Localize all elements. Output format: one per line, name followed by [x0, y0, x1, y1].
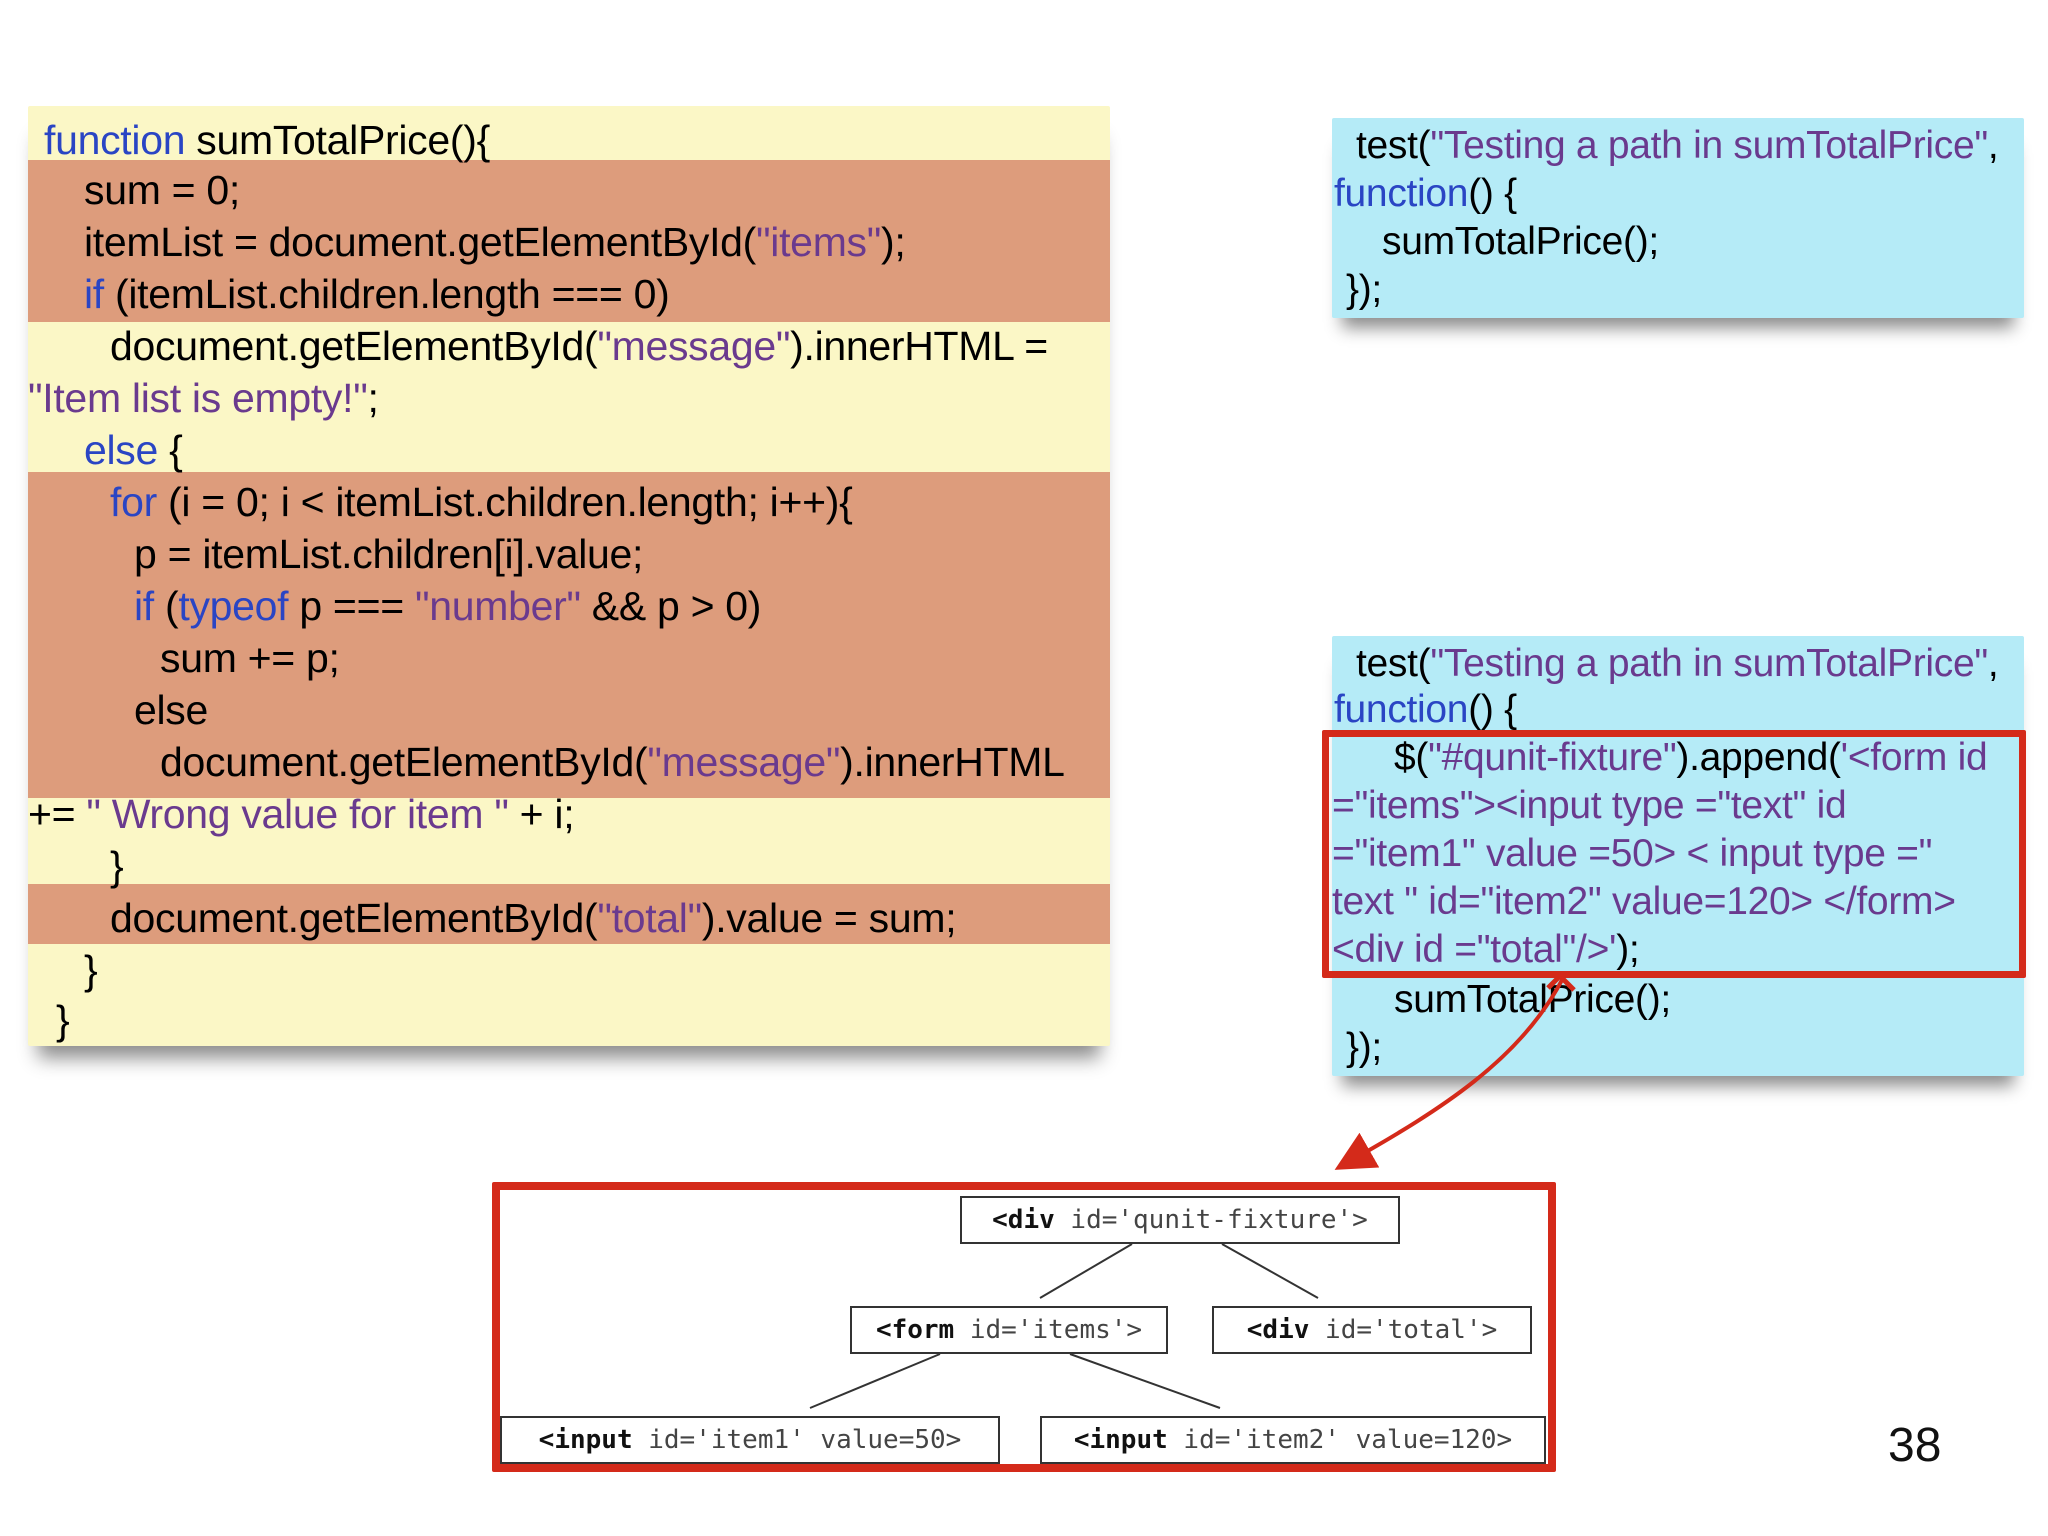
test2-line-3: $("#qunit-fixture").append('<form id: [1394, 736, 1988, 779]
code-line-18: }: [56, 997, 70, 1043]
source-code-card: function sumTotalPrice(){ sum = 0; itemL…: [28, 106, 1110, 1046]
test2-line-7: <div id ="total"/>');: [1332, 928, 1640, 971]
code-line-17: }: [84, 947, 98, 993]
dom-node-input-item2: <input id='item2' value=120>: [1040, 1416, 1546, 1464]
dom-node-form-items: <form id='items'>: [850, 1306, 1168, 1354]
test1-line-3: sumTotalPrice();: [1382, 220, 1659, 263]
dom-node-div-total: <div id='total'>: [1212, 1306, 1532, 1354]
dom-tree-box: <div id='qunit-fixture'> <form id='items…: [492, 1182, 1556, 1472]
code-line-3: itemList = document.getElementById("item…: [84, 219, 906, 265]
code-line-6: "Item list is empty!";: [28, 375, 379, 421]
test1-line-1: test("Testing a path in sumTotalPrice",: [1356, 124, 1999, 167]
code-line-12: else: [134, 687, 209, 733]
code-line-5: document.getElementById("message").inner…: [110, 323, 1048, 369]
dom-node-qunit-fixture: <div id='qunit-fixture'>: [960, 1196, 1400, 1244]
code-line-7: else {: [84, 427, 183, 473]
code-line-13: document.getElementById("message").inner…: [160, 739, 1065, 785]
test2-line-5: ="item1" value =50> < input type =": [1332, 832, 1933, 875]
code-line-10: if (typeof p === "number" && p > 0): [134, 583, 762, 629]
test-card-1: test("Testing a path in sumTotalPrice", …: [1332, 118, 2024, 318]
test1-line-4: });: [1346, 268, 1382, 311]
covered-path-highlight-3: [28, 884, 1110, 944]
test2-line-2: function() {: [1334, 688, 1517, 731]
code-line-16: document.getElementById("total").value =…: [110, 895, 957, 941]
dom-node-input-item1: <input id='item1' value=50>: [500, 1416, 1000, 1464]
code-line-14: += " Wrong value for item " + i;: [28, 791, 575, 837]
tree-edge-form-input1: [809, 1353, 941, 1409]
code-line-2: sum = 0;: [84, 167, 240, 213]
test1-line-2: function() {: [1334, 172, 1517, 215]
code-line-9: p = itemList.children[i].value;: [134, 531, 644, 577]
code-line-1: function sumTotalPrice(){: [44, 117, 490, 163]
fixture-code-highlight-box: [1322, 730, 2026, 978]
tree-edge-root-form: [1039, 1243, 1133, 1299]
covered-path-highlight-1: [28, 160, 1110, 322]
annotation-arrow-tail: [1546, 972, 1576, 992]
page-number: 38: [1888, 1419, 1942, 1472]
test2-line-6: text " id="item2" value=120> </form>: [1332, 880, 1956, 923]
test-card-2: test("Testing a path in sumTotalPrice", …: [1332, 636, 2024, 1076]
code-line-15: }: [110, 843, 124, 889]
tree-edge-form-input2: [1069, 1353, 1221, 1409]
test2-line-9: });: [1346, 1026, 1382, 1069]
code-line-8: for (i = 0; i < itemList.children.length…: [110, 479, 853, 525]
test2-line-4: ="items"><input type ="text" id: [1332, 784, 1847, 827]
test2-line-1: test("Testing a path in sumTotalPrice",: [1356, 642, 1999, 685]
code-line-11: sum += p;: [160, 635, 340, 681]
annotation-arrow: [1334, 979, 1564, 1170]
covered-path-highlight-2: [28, 472, 1110, 798]
tree-edge-root-total: [1221, 1243, 1319, 1299]
code-line-4: if (itemList.children.length === 0): [84, 271, 670, 317]
test2-line-8: sumTotalPrice();: [1394, 978, 1671, 1021]
